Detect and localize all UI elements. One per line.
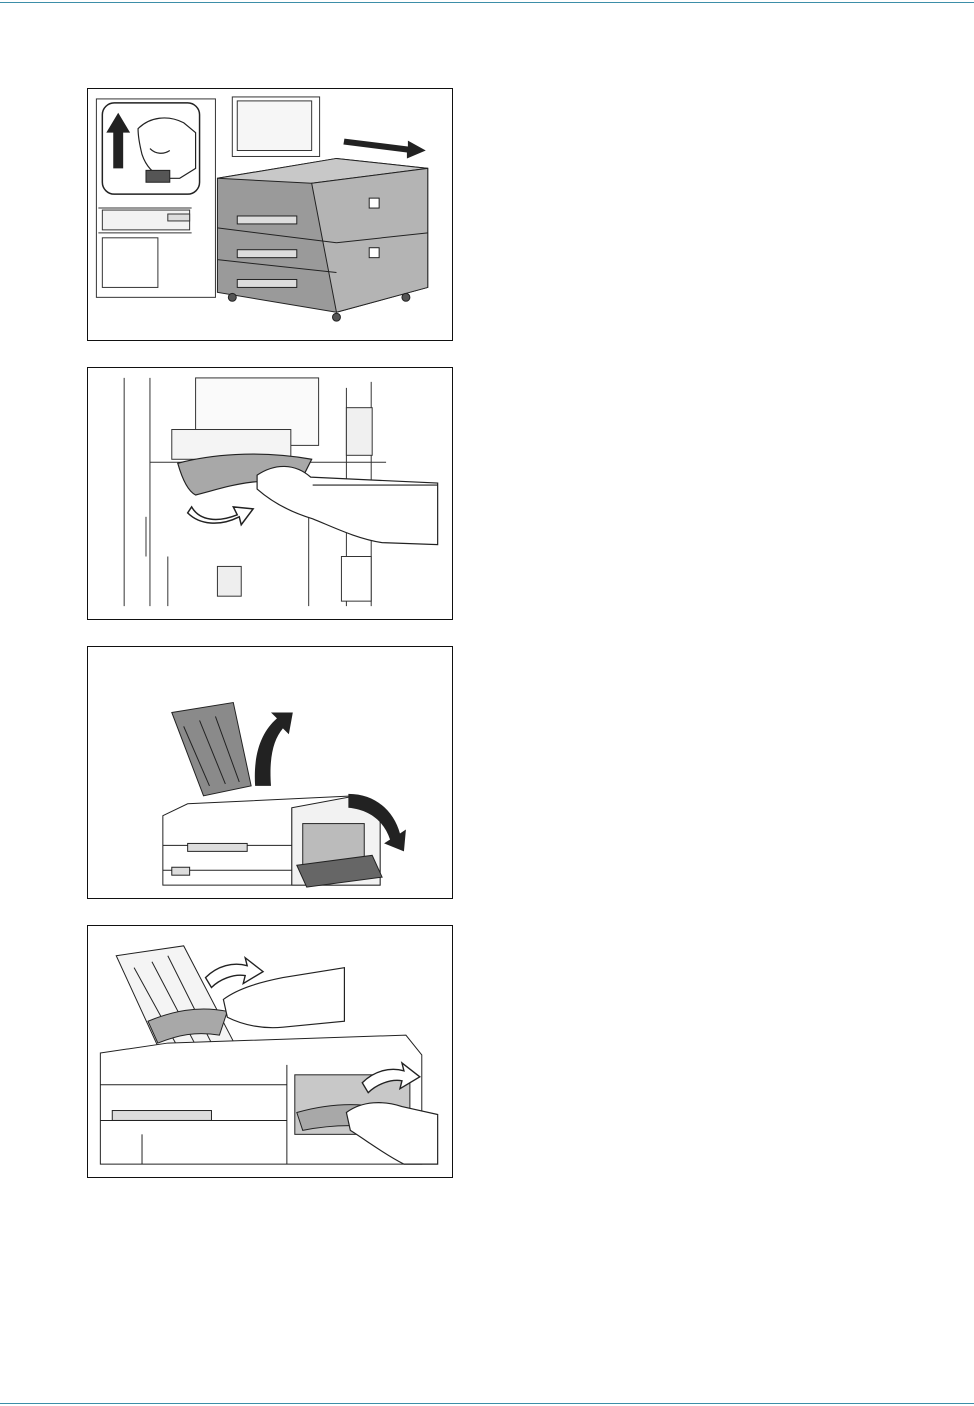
arrow-right-icon (343, 139, 425, 159)
release-lever-callout (102, 103, 199, 194)
release-lever-icon (146, 170, 170, 182)
top-rule (0, 2, 974, 3)
figure-remove-jammed-paper-inside (87, 925, 453, 1178)
curved-arrow-up-icon (255, 712, 293, 785)
inside-paper-removal-illustration (88, 926, 452, 1177)
paper-removal-illustration (88, 368, 452, 619)
top-cover (172, 703, 251, 796)
bottom-rule (0, 1403, 974, 1404)
open-covers-illustration (88, 647, 452, 898)
hand-icon (257, 466, 438, 544)
figure-open-covers (87, 646, 453, 899)
side-feeder-illustration (88, 89, 452, 340)
figure-pull-out-side-feeder (87, 88, 453, 341)
curved-arrow-icon (188, 507, 253, 525)
figure-remove-jammed-paper-opening (87, 367, 453, 620)
side-feeder-unit (217, 158, 427, 321)
